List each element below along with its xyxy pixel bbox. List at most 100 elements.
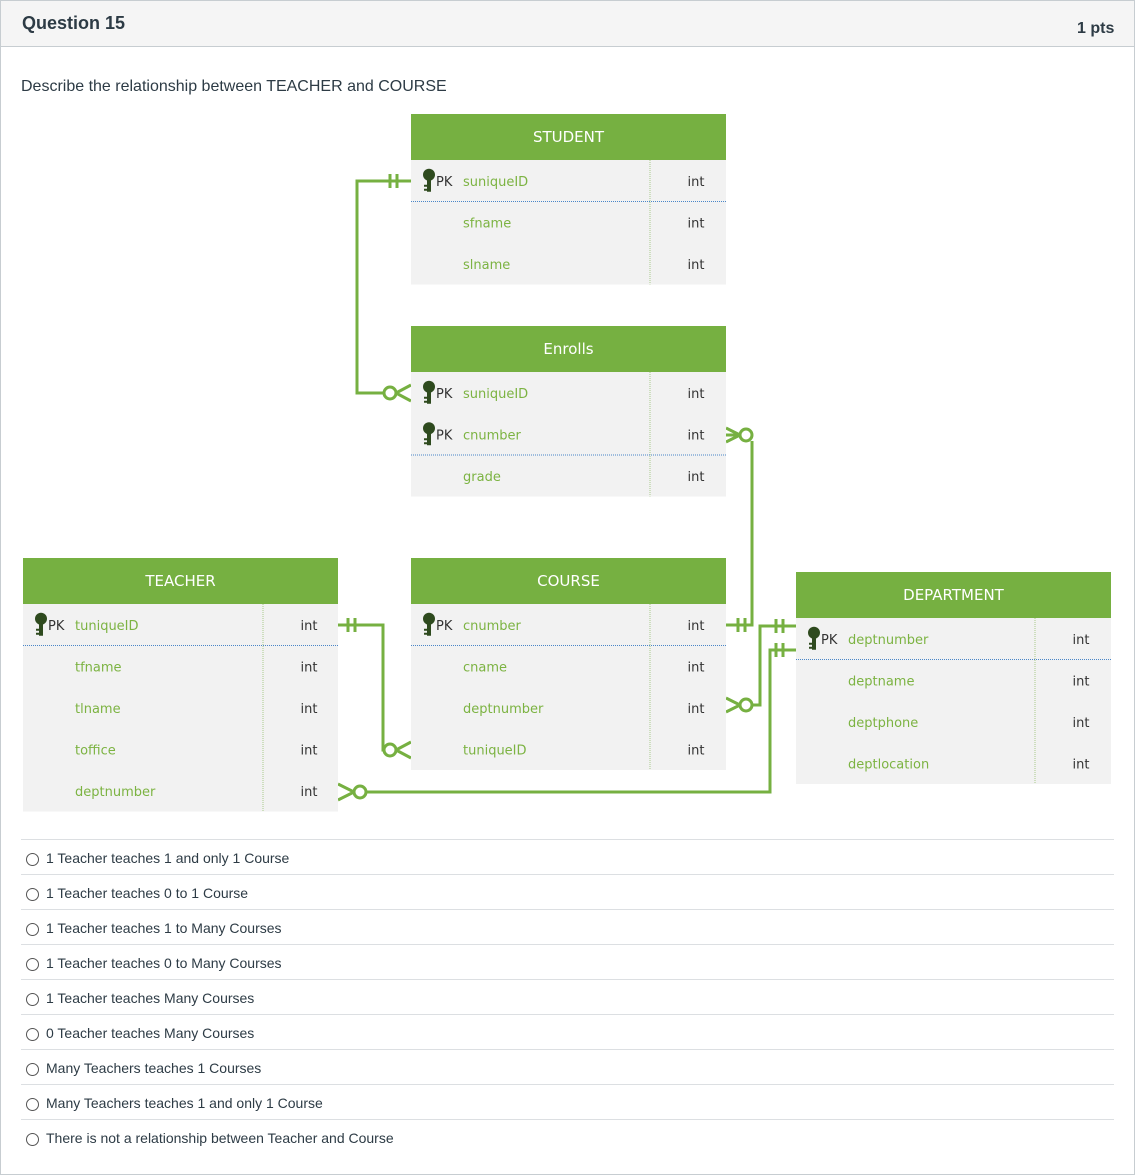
- entity-body: [23, 604, 338, 812]
- field-type: int: [301, 702, 318, 717]
- entity-header: [796, 572, 1111, 618]
- entity-body: [796, 618, 1111, 784]
- entity-body: [411, 604, 726, 770]
- field-type: int: [301, 660, 318, 675]
- field-name: slname: [463, 258, 510, 273]
- field-type: int: [688, 702, 705, 717]
- field-name: deptlocation: [848, 757, 929, 772]
- field-type: int: [1073, 716, 1090, 731]
- key-icon: [423, 422, 435, 446]
- key-icon: [35, 612, 47, 636]
- answer-option[interactable]: 1 Teacher teaches Many Courses: [21, 979, 1114, 1014]
- answer-option[interactable]: There is not a relationship between Teac…: [21, 1119, 1114, 1154]
- answer-radio[interactable]: [26, 958, 39, 971]
- answer-radio[interactable]: [26, 1063, 39, 1076]
- field-type: int: [301, 743, 318, 758]
- question-points: 1 pts: [1077, 20, 1115, 37]
- entity-course: COURSE PK cnumber int cname int deptnumber int t…: [411, 558, 726, 770]
- answer-radio[interactable]: [26, 993, 39, 1006]
- question-header: Question 15 1 pts: [1, 1, 1134, 47]
- field-type: int: [1073, 757, 1090, 772]
- pk-label: PK: [48, 619, 65, 634]
- field-name: tuniqueID: [463, 743, 527, 758]
- field-name: tuniqueID: [75, 619, 139, 634]
- field-name: suniqueID: [463, 387, 528, 402]
- key-icon: [808, 626, 820, 650]
- field-name: grade: [463, 470, 501, 485]
- answer-radio[interactable]: [26, 1028, 39, 1041]
- answer-radio[interactable]: [26, 1098, 39, 1111]
- pk-label: PK: [436, 619, 453, 634]
- connector-teacher-course: [338, 623, 385, 752]
- answer-label[interactable]: Many Teachers teaches 1 and only 1 Cours…: [46, 1095, 323, 1111]
- answer-label[interactable]: 1 Teacher teaches 0 to Many Courses: [46, 955, 282, 971]
- answer-option[interactable]: 1 Teacher teaches 1 to Many Courses: [21, 909, 1114, 944]
- key-icon: [423, 612, 435, 636]
- answer-label[interactable]: There is not a relationship between Teac…: [46, 1130, 394, 1146]
- answer-radio[interactable]: [26, 1133, 39, 1146]
- answer-label[interactable]: 1 Teacher teaches Many Courses: [46, 990, 255, 1006]
- answer-option[interactable]: 1 Teacher teaches 0 to Many Courses: [21, 944, 1114, 979]
- entity-title: DEPARTMENT: [903, 586, 1005, 604]
- field-name: suniqueID: [463, 175, 528, 190]
- answer-option[interactable]: 0 Teacher teaches Many Courses: [21, 1014, 1114, 1049]
- entity-header: [411, 114, 726, 160]
- field-name: tlname: [75, 702, 121, 717]
- field-type: int: [301, 619, 318, 634]
- key-icon: [423, 168, 435, 192]
- field-type: int: [688, 660, 705, 675]
- field-type: int: [688, 175, 705, 190]
- field-type: int: [688, 619, 705, 634]
- entity-header: [23, 558, 338, 604]
- answer-radio[interactable]: [26, 923, 39, 936]
- field-type: int: [688, 216, 705, 231]
- entity-body: [411, 372, 726, 497]
- entity-title: COURSE: [537, 572, 600, 590]
- entity-header: [411, 558, 726, 604]
- answer-option[interactable]: 1 Teacher teaches 0 to 1 Course: [21, 874, 1114, 909]
- answer-label[interactable]: 1 Teacher teaches 1 and only 1 Course: [46, 850, 290, 866]
- answer-label[interactable]: 0 Teacher teaches Many Courses: [46, 1025, 255, 1041]
- field-name: cnumber: [463, 619, 522, 634]
- answer-label[interactable]: Many Teachers teaches 1 Courses: [46, 1060, 262, 1076]
- pk-label: PK: [821, 633, 838, 648]
- answer-label[interactable]: 1 Teacher teaches 0 to 1 Course: [46, 885, 249, 901]
- entity-department: DEPARTMENT PK deptnumber int deptname int dept…: [796, 572, 1111, 784]
- field-name: sfname: [463, 216, 511, 231]
- field-name: deptname: [848, 674, 914, 689]
- field-name: deptphone: [848, 716, 918, 731]
- answer-radio[interactable]: [26, 888, 39, 901]
- field-name: deptnumber: [463, 702, 544, 717]
- entity-title: Enrolls: [543, 340, 593, 358]
- field-name: tfname: [75, 660, 122, 675]
- entity-title: TEACHER: [144, 572, 215, 590]
- entity-header: [411, 326, 726, 372]
- pk-label: PK: [436, 428, 453, 443]
- field-name: cname: [463, 660, 507, 675]
- question-title: Question 15: [22, 13, 126, 33]
- field-name: deptnumber: [75, 785, 156, 800]
- field-type: int: [688, 743, 705, 758]
- pk-label: PK: [436, 387, 453, 402]
- answer-option[interactable]: Many Teachers teaches 1 Courses: [21, 1049, 1114, 1084]
- answer-radio[interactable]: [26, 853, 39, 866]
- entity-title: STUDENT: [533, 128, 605, 146]
- field-type: int: [688, 470, 705, 485]
- answer-label[interactable]: 1 Teacher teaches 1 to Many Courses: [46, 920, 282, 936]
- field-type: int: [1073, 674, 1090, 689]
- pk-label: PK: [436, 175, 453, 190]
- field-type: int: [688, 387, 705, 402]
- answer-option[interactable]: 1 Teacher teaches 1 and only 1 Course: [21, 839, 1114, 874]
- field-name: cnumber: [463, 428, 522, 443]
- question-text: Describe the relationship between TEACHE…: [21, 78, 447, 95]
- answer-option[interactable]: Many Teachers teaches 1 and only 1 Cours…: [21, 1084, 1114, 1119]
- field-type: int: [1073, 633, 1090, 648]
- key-icon: [423, 380, 435, 404]
- answer-list: 1 Teacher teaches 1 and only 1 Course 1 T…: [21, 839, 1114, 1154]
- field-type: int: [688, 258, 705, 273]
- connector-student-enrolls: [355, 179, 411, 395]
- field-name: deptnumber: [848, 633, 929, 648]
